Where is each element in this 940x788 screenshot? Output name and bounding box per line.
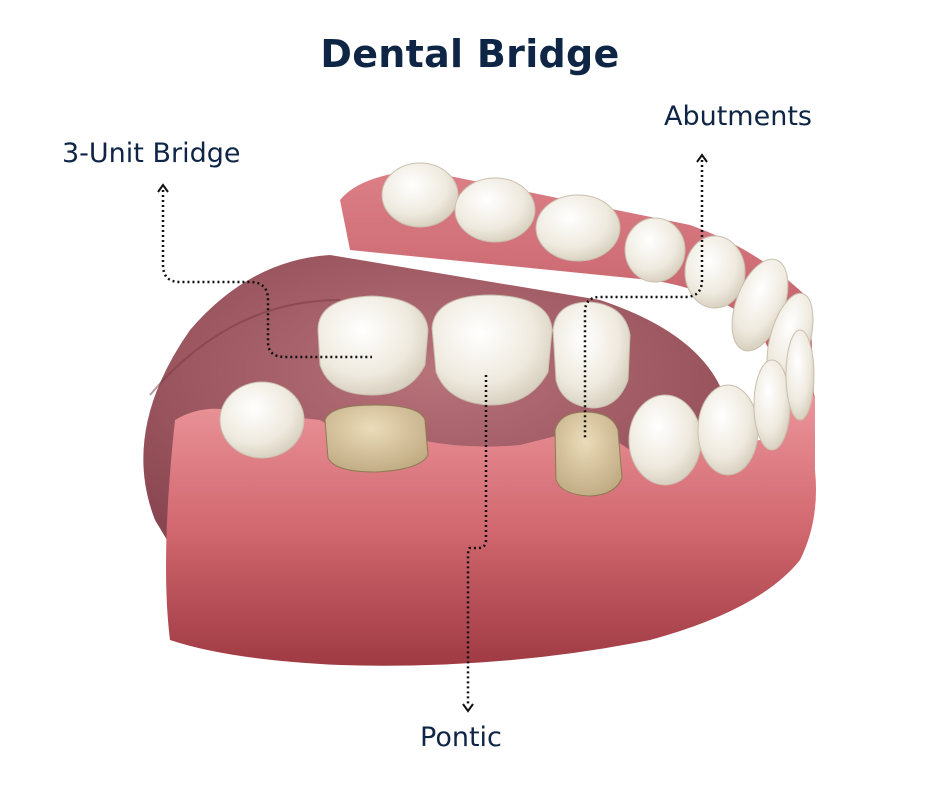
pontic-arrow-icon xyxy=(462,703,474,713)
label-abutments: Abutments xyxy=(664,101,812,132)
abutment-core-left xyxy=(324,404,429,473)
leader-lines xyxy=(161,160,704,705)
abutments-arrow-icon xyxy=(696,153,708,163)
bridge-arrow-icon xyxy=(157,183,169,193)
lower-molar-left xyxy=(219,381,305,459)
lower-canine xyxy=(697,384,759,476)
label-3-unit-bridge: 3-Unit Bridge xyxy=(62,138,241,169)
bridge-leader-line xyxy=(161,190,372,359)
three-unit-bridge xyxy=(317,294,631,409)
pontic-leader-line xyxy=(466,375,488,705)
label-pontic: Pontic xyxy=(420,722,502,753)
page-title: Dental Bridge xyxy=(320,32,620,76)
lower-premolar-right xyxy=(628,394,702,486)
abutment-core-right xyxy=(554,411,623,497)
abutments-leader-line xyxy=(583,160,704,440)
